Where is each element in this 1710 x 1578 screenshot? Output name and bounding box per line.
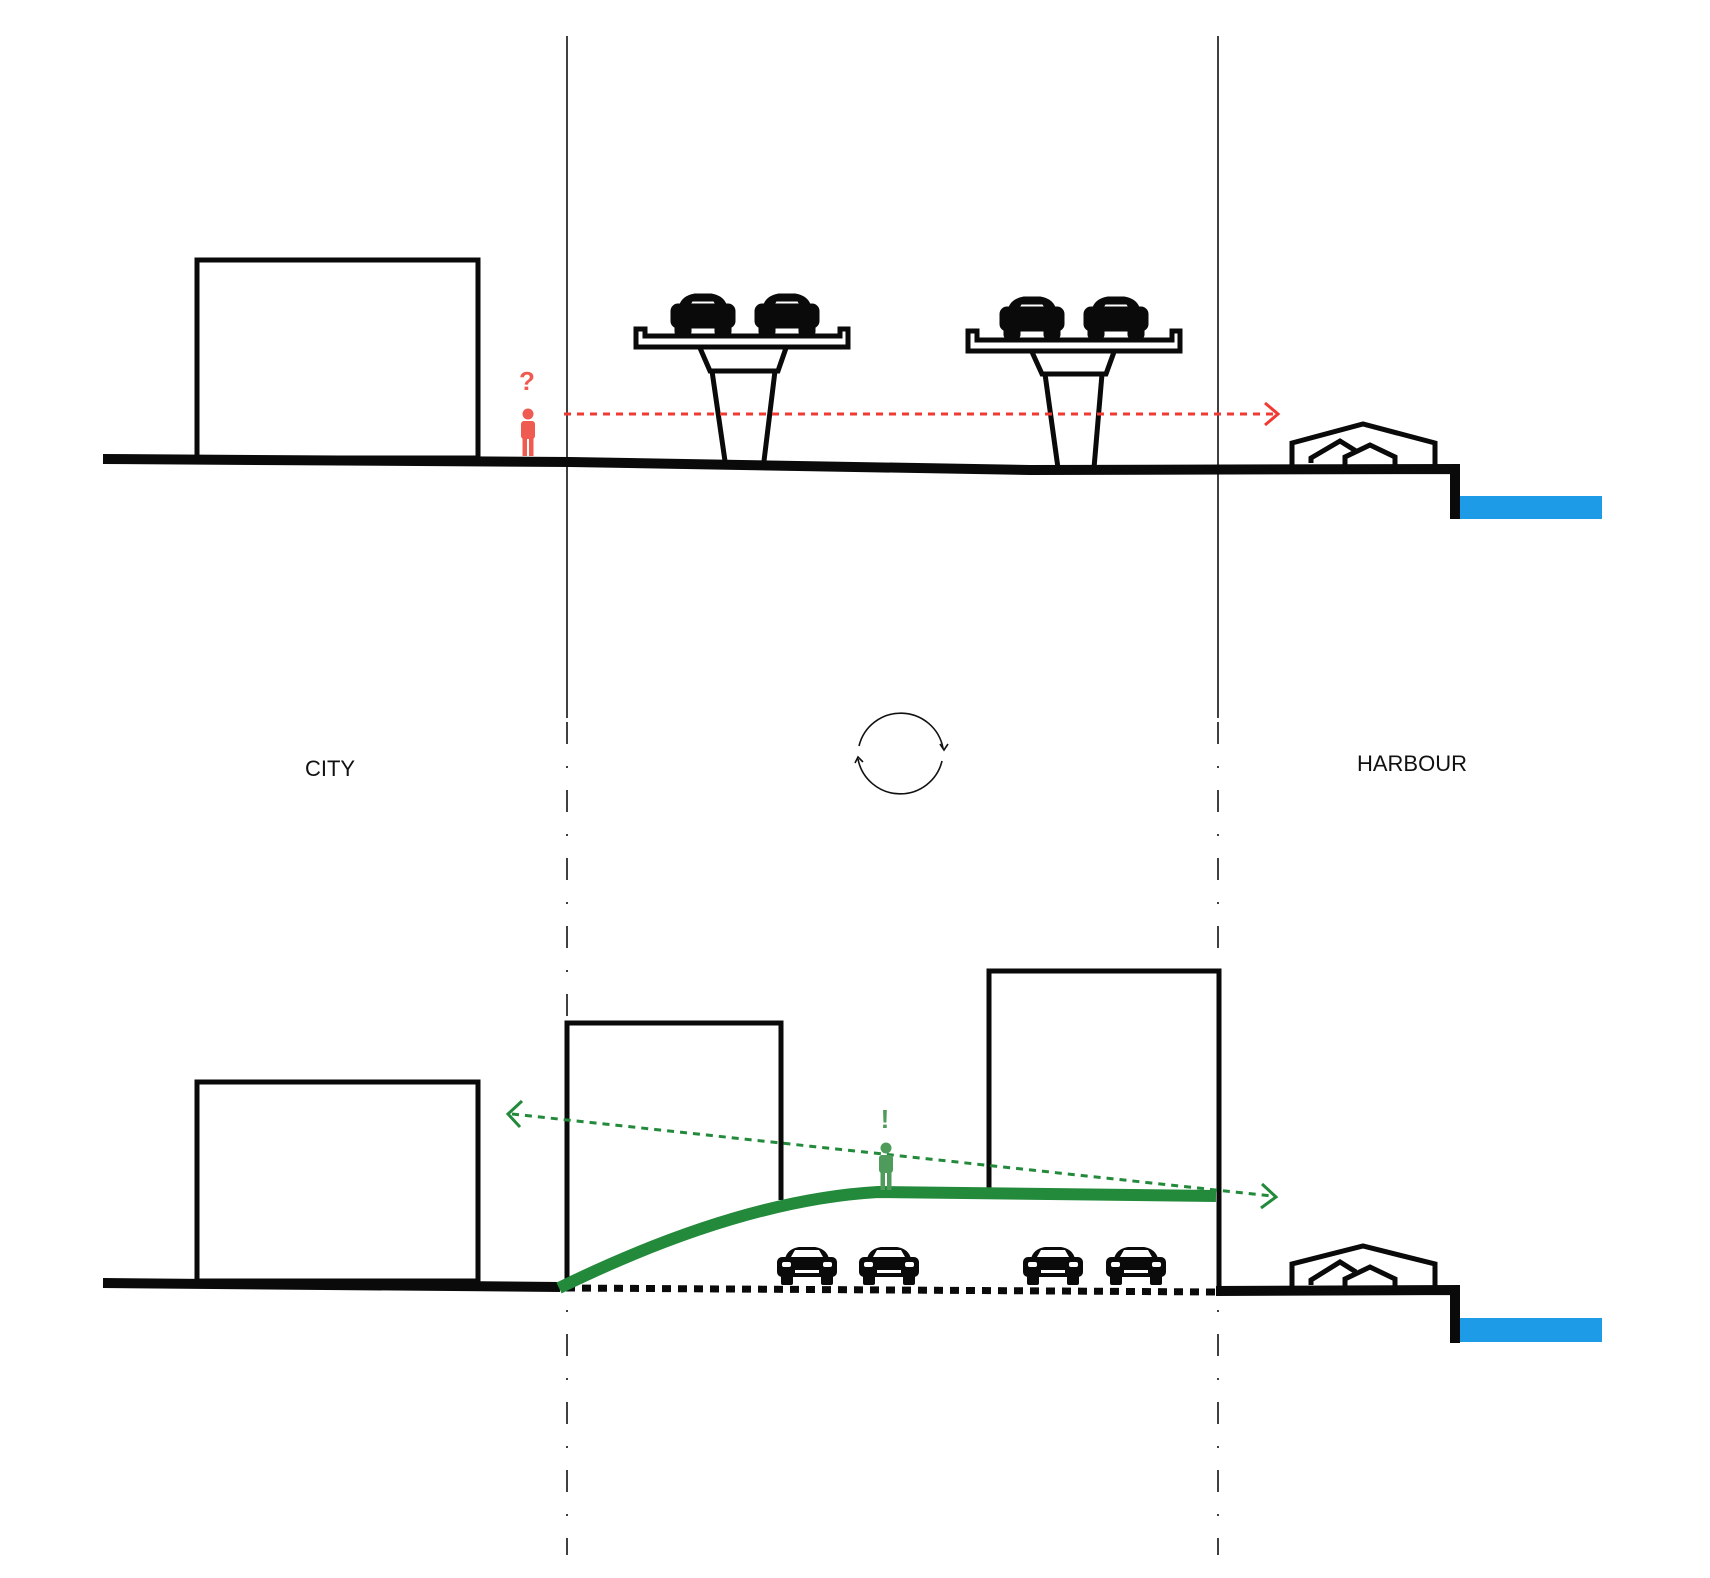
bottom-section: !	[102, 722, 1602, 1555]
car-icon	[777, 1247, 837, 1285]
exclamation-mark: !	[881, 1104, 890, 1134]
car-icon	[673, 296, 733, 334]
person-icon	[521, 408, 535, 456]
top-water	[1460, 496, 1602, 519]
car-icon	[1023, 1247, 1083, 1285]
car-icon	[1086, 299, 1146, 337]
bottom-water	[1460, 1318, 1602, 1342]
question-mark: ?	[519, 366, 535, 396]
tunnel-road-line	[565, 1284, 1217, 1296]
green-park-deck	[556, 1185, 1217, 1294]
car-icon	[1106, 1247, 1166, 1285]
elevated-highway-2	[965, 299, 1183, 469]
shed-icon	[1289, 421, 1438, 465]
city-label: CITY	[305, 756, 355, 781]
top-ground-line	[102, 454, 1460, 519]
elevated-highway-1	[633, 296, 851, 462]
harbour-label: HARBOUR	[1357, 751, 1467, 776]
open-path-arrow	[511, 1112, 1273, 1198]
blocked-arrowhead	[1264, 401, 1281, 427]
car-icon	[757, 296, 817, 334]
bottom-ground-left	[102, 1278, 561, 1292]
shed-icon	[1289, 1243, 1438, 1287]
new-building-right	[986, 968, 1222, 1291]
car-icon	[859, 1247, 919, 1285]
open-arrowhead-left	[505, 1099, 524, 1129]
bottom-city-building	[194, 1079, 481, 1284]
top-city-building	[194, 257, 481, 461]
new-building-left	[564, 1020, 784, 1283]
rotate-icon	[854, 712, 949, 795]
person-icon	[879, 1142, 893, 1190]
car-icon	[1002, 299, 1062, 337]
bottom-ground-right	[1215, 1284, 1460, 1343]
open-arrowhead-right	[1260, 1182, 1279, 1210]
top-section: ?	[102, 36, 1602, 718]
